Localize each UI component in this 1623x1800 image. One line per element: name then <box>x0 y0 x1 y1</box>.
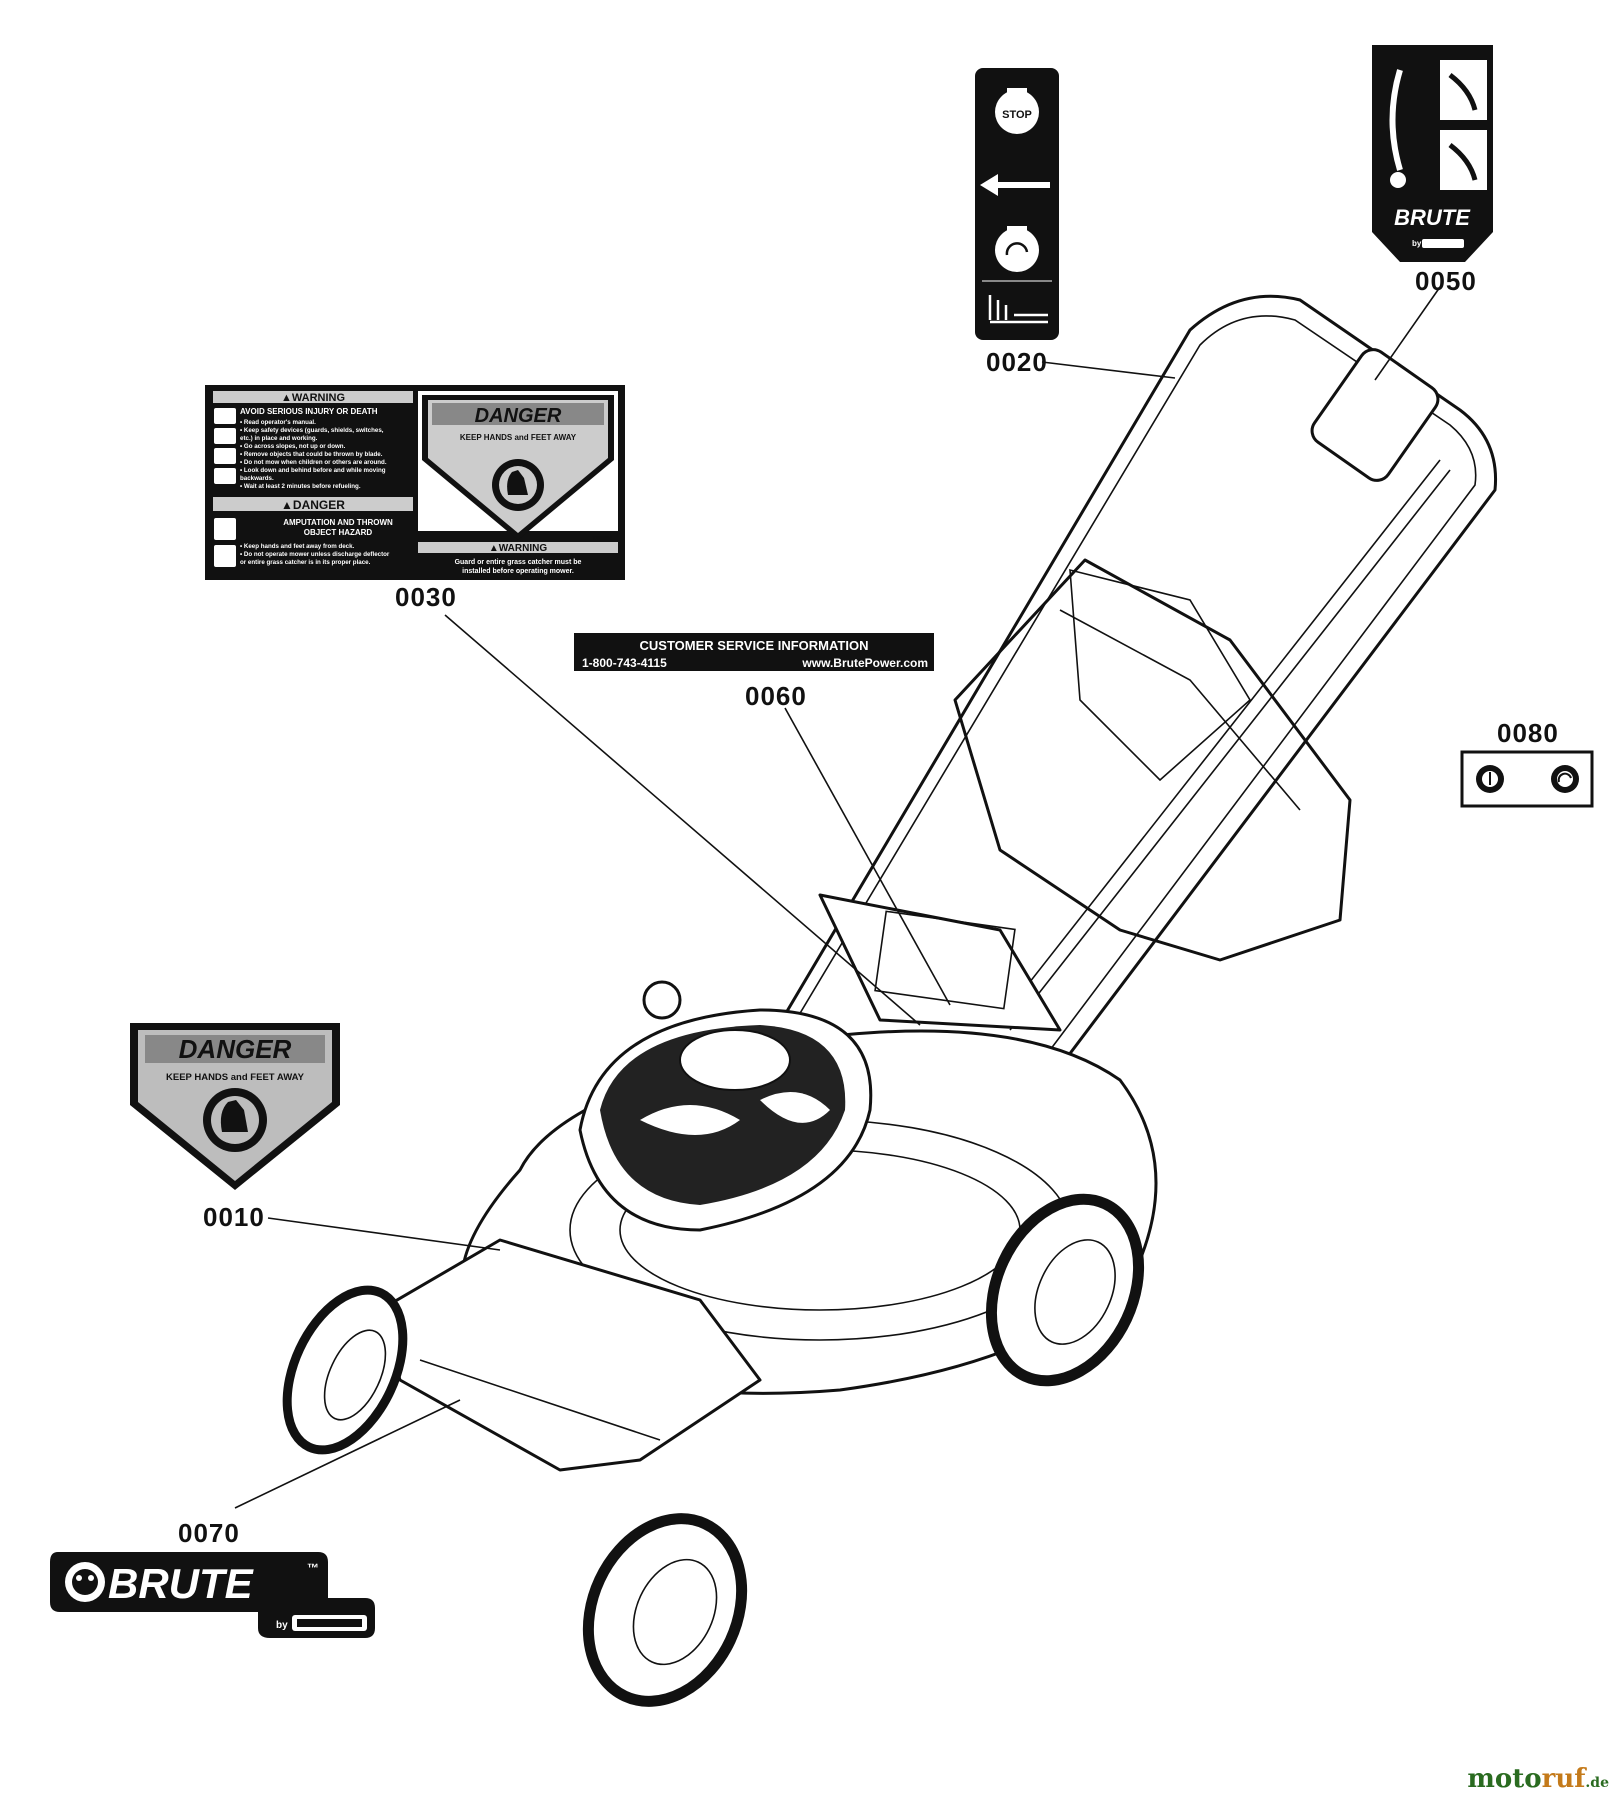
tm-text: ™ <box>307 1561 319 1575</box>
decal-0020-control-label: STOP <box>975 68 1059 340</box>
danger-title: DANGER <box>179 1034 292 1064</box>
cs-title: CUSTOMER SERVICE INFORMATION <box>640 638 869 653</box>
svg-text:• Keep safety devices (guards,: • Keep safety devices (guards, shields, … <box>240 427 384 434</box>
cs-web: www.BrutePower.com <box>801 656 928 670</box>
lawn-mower-illustration <box>282 294 1498 1707</box>
part-number: 7105994 <box>593 536 613 542</box>
svg-text:• Do not operate mower unless: • Do not operate mower unless discharge … <box>240 551 390 558</box>
watermark: motoruf.de <box>1467 1764 1609 1794</box>
decal-0070-brute-logo: BRUTE ™ by <box>50 1552 375 1638</box>
bottom-line-1: Guard or entire grass catcher must be <box>455 559 582 566</box>
warning-title: AVOID SERIOUS INJURY OR DEATH <box>240 407 378 416</box>
danger-header: ▲DANGER <box>281 498 345 512</box>
svg-text:or entire grass catcher is in: or entire grass catcher is in its proper… <box>240 559 371 566</box>
manual-icons <box>214 408 236 484</box>
bear-icon <box>65 1562 105 1602</box>
callout-0070: 0070 <box>178 1518 240 1548</box>
svg-text:• Read operator's manual.: • Read operator's manual. <box>240 419 316 426</box>
arrow-left-icon <box>980 174 1050 196</box>
hand-icons <box>214 518 236 567</box>
decal-0030-warning-danger: ▲WARNING AVOID SERIOUS INJURY OR DEATH •… <box>205 385 625 580</box>
svg-text:• Wait at least 2 minutes befo: • Wait at least 2 minutes before refueli… <box>240 483 361 490</box>
big-danger-text: DANGER <box>475 405 562 427</box>
leader-lines <box>234 286 1441 1509</box>
by-text: by <box>1412 239 1422 248</box>
svg-text:• Do not mow when children or: • Do not mow when children or others are… <box>240 459 387 466</box>
callout-0080: 0080 <box>1497 718 1559 748</box>
warning-lines: • Read operator's manual. • Keep safety … <box>240 419 387 490</box>
by-text: by <box>276 1620 288 1631</box>
stop-label: STOP <box>1002 109 1032 121</box>
brand-text: BRUTE <box>1394 205 1471 230</box>
danger-title-2: OBJECT HAZARD <box>304 528 373 537</box>
decal-0060-customer-service: CUSTOMER SERVICE INFORMATION 1-800-743-4… <box>574 633 934 671</box>
keep-away-text: KEEP HANDS and FEET AWAY <box>460 433 577 442</box>
engine-run-icon <box>995 226 1039 272</box>
hand-no-touch-icon <box>492 459 544 511</box>
danger-title-1: AMPUTATION AND THROWN <box>283 518 393 527</box>
svg-text:• Look down and behind before: • Look down and behind before and while … <box>240 467 386 474</box>
decal-0080-engine-icons <box>1460 750 1594 808</box>
warning-header: ▲WARNING <box>281 392 345 404</box>
hand-no-touch-icon <box>203 1088 267 1152</box>
svg-text:backwards.: backwards. <box>240 475 274 482</box>
decal-0010-danger-shield: DANGER KEEP HANDS and FEET AWAY <box>130 1023 340 1190</box>
decal-0050-operating-instructions: BRUTE by <box>1372 45 1493 262</box>
engine-stop-icon <box>1476 765 1504 793</box>
brute-text: BRUTE <box>108 1560 255 1607</box>
bottom-warning: ▲WARNING <box>489 543 547 554</box>
cs-phone: 1-800-743-4115 <box>582 656 667 670</box>
svg-text:• Keep hands and feet away fro: • Keep hands and feet away from deck. <box>240 543 355 550</box>
callout-0050: 0050 <box>1415 266 1477 296</box>
callout-0020: 0020 <box>986 347 1048 377</box>
svg-text:• Remove objects that could be: • Remove objects that could be thrown by… <box>240 451 383 458</box>
wheel-front-right <box>582 1513 748 1707</box>
svg-text:• Go across slopes, not up or: • Go across slopes, not up or down. <box>240 443 346 450</box>
callout-0060: 0060 <box>745 681 807 711</box>
engine-start-icon <box>1551 765 1579 793</box>
svg-text:etc.) in place and working.: etc.) in place and working. <box>240 435 318 442</box>
bottom-line-2: installed before operating mower. <box>462 568 574 575</box>
wheel-rear-right <box>985 1193 1145 1387</box>
wheel-front-left <box>282 1285 408 1455</box>
callout-0010: 0010 <box>203 1202 265 1232</box>
callout-0030: 0030 <box>395 582 457 612</box>
grass-height-icon <box>988 295 1048 324</box>
keep-away-text: KEEP HANDS and FEET AWAY <box>166 1072 305 1083</box>
